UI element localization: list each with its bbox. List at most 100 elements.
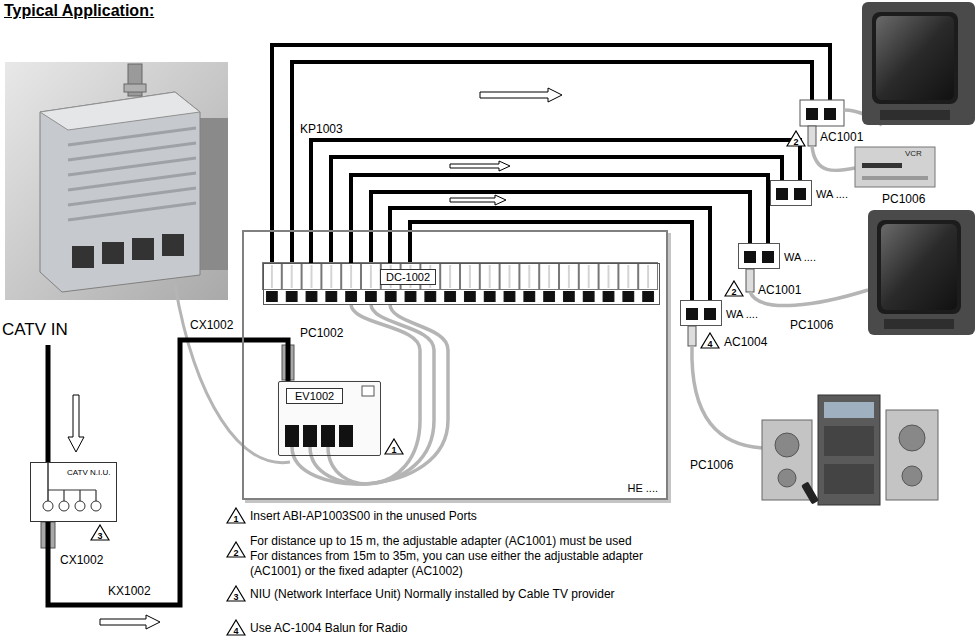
speaker-cone: [899, 425, 925, 451]
flow-arrow: [450, 195, 506, 205]
port: [72, 246, 94, 268]
patch-panel: DC-1002: [263, 263, 660, 305]
photo-ground: [5, 62, 228, 300]
page-title: Typical Application:: [4, 2, 154, 20]
part-name: AC1001: [820, 130, 863, 144]
niu-wire: [95, 490, 96, 501]
callout-number: 4: [226, 619, 246, 636]
port: [285, 425, 299, 447]
leader-line: [175, 285, 290, 463]
niu-wire: [79, 490, 80, 501]
port: [776, 188, 788, 200]
vcr-body: [855, 147, 935, 187]
head-end-box: HE .... DC-1002EV1002: [242, 230, 668, 500]
amplifier-module: EV1002: [278, 381, 381, 456]
niu-port: [75, 501, 85, 511]
niu-port: [43, 501, 53, 511]
note-text: For distance up to 15 m, the adjustable …: [250, 534, 632, 549]
niu-wire: [47, 462, 49, 501]
note-text: NIU (Network Interface Unit) Normally in…: [250, 587, 615, 602]
part-name: AC1004: [724, 335, 767, 349]
cooling-fins: [68, 128, 196, 220]
cable: [292, 62, 812, 262]
part-name: PC1002: [300, 326, 343, 340]
kp-cables: [272, 45, 830, 300]
callout-number: 1: [384, 438, 404, 455]
node-label: WA ....: [816, 188, 848, 200]
vcr-buttons: [862, 176, 928, 180]
remote: [801, 481, 819, 504]
tv-bezel: [877, 220, 961, 314]
callout-number: 1: [226, 507, 246, 524]
network-cable: [351, 175, 768, 263]
part-name: PC1006: [690, 458, 733, 472]
callout-number: 2: [786, 130, 806, 147]
tv-base: [884, 319, 954, 329]
callout-number: 2: [226, 541, 246, 558]
note-text: Use AC-1004 Balun for Radio: [250, 621, 407, 636]
amplifier-ground: [277, 380, 380, 455]
icon: [362, 386, 374, 396]
port: [303, 425, 317, 447]
callout-number: 4: [700, 332, 720, 349]
connector-nut: [124, 84, 146, 92]
display: [824, 402, 874, 418]
wall-outlet: WA ....: [738, 243, 780, 269]
node-label: HE ....: [627, 482, 658, 494]
tv-set: [868, 210, 975, 335]
device-name: VCR: [905, 149, 922, 158]
port: [794, 188, 806, 200]
part-name: KP1003: [300, 122, 343, 136]
port: [339, 425, 353, 447]
part-name: AC1001: [758, 283, 801, 297]
tv-set: [862, 2, 975, 125]
cable: [410, 222, 692, 300]
tv-cabinet: [868, 210, 975, 335]
part-name: KX1002: [108, 584, 151, 598]
port: [744, 251, 756, 263]
flow-arrow: [450, 161, 510, 171]
tv-bezel: [872, 12, 958, 104]
tape-slot: [862, 163, 902, 168]
part-name: CX1002: [190, 318, 233, 332]
niu-wire: [63, 490, 64, 501]
amplifier-internals: [277, 380, 380, 455]
flow-arrow: [68, 395, 84, 452]
node-label: WA ....: [726, 308, 758, 320]
speaker-cone: [775, 433, 799, 457]
port: [686, 308, 698, 320]
vcr: [855, 147, 935, 187]
port: [102, 242, 124, 264]
speaker-cone: [902, 466, 922, 486]
niu-port: [91, 501, 101, 511]
device-cable: [812, 146, 855, 171]
module-top: [40, 92, 200, 130]
port: [806, 108, 818, 120]
part-name: PC1006: [790, 318, 833, 332]
node-label: WA ....: [784, 251, 816, 263]
wall-outlet: WA ....: [770, 180, 812, 206]
part-name: PC1006: [882, 192, 925, 206]
niu-wire: [48, 489, 96, 490]
flow-arrow: [100, 615, 160, 629]
port: [162, 234, 184, 256]
balun: [688, 326, 696, 346]
speaker-cone: [778, 469, 796, 487]
port: [762, 251, 774, 263]
tv-cabinet: [862, 2, 975, 125]
signal-name: CATV IN: [2, 320, 68, 340]
tv-screen: [876, 16, 954, 100]
note-text: For distances from 15m to 35m, you can u…: [250, 549, 682, 579]
module-photo: [5, 62, 228, 300]
niu-port: [59, 501, 69, 511]
flow-arrow: [480, 88, 562, 102]
module-body: [40, 92, 200, 292]
network-cable: [390, 208, 710, 300]
niu-ground: [30, 462, 117, 522]
device-cable: [692, 346, 762, 448]
stereo: [762, 395, 938, 505]
deck: [824, 426, 874, 456]
network-cable: [311, 140, 800, 263]
tv-base: [880, 110, 950, 120]
